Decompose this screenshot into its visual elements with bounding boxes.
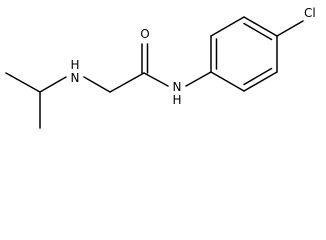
bond-amide-n-ring [185,71,212,87]
ring-bond-5-inner [243,67,273,86]
bond-carbonyl-amide-n [143,72,169,87]
ring-bond-3 [243,16,278,37]
bond-ch-amine-n [39,76,67,93]
bond-ring-cl [276,20,304,37]
amine-nitrogen-label: N [71,71,80,85]
ring-bond-5 [243,71,278,92]
bond-amine-n-ch2 [83,76,111,93]
oxygen-label: O [140,27,149,41]
ring-bond-2 [210,16,245,37]
ring-bond-3-inner [243,22,273,41]
structure-svg: O H N N H Cl [5,6,316,129]
bond-ch2-carbonyl [109,72,145,93]
ring-bond-6 [210,71,245,92]
amine-hydrogen-label: H [70,58,79,72]
amide-nitrogen-label: N [173,80,182,94]
amide-hydrogen-label: H [172,93,181,107]
chlorine-label: Cl [304,6,316,20]
bond-methyl1-ch [5,72,41,93]
molecule-diagram: O H N N H Cl [5,6,316,129]
